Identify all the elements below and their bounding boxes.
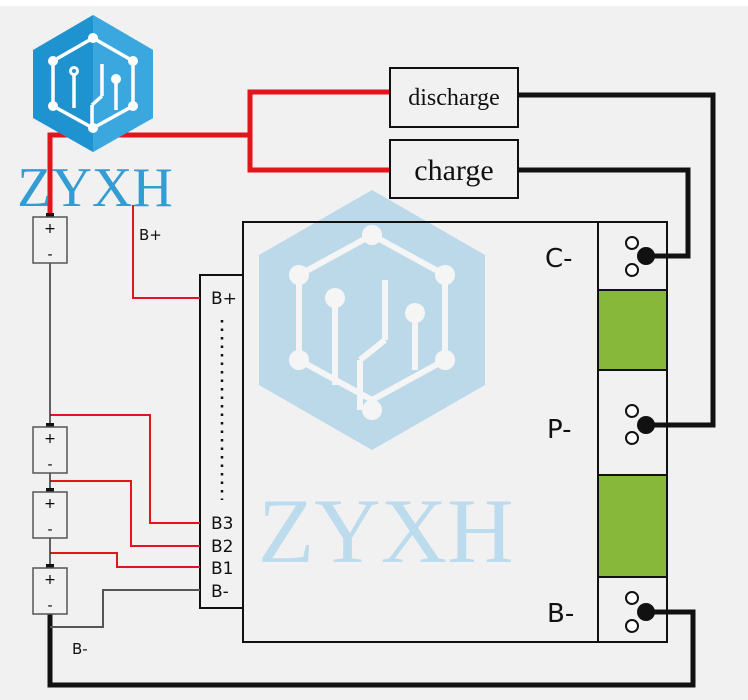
discharge-label: discharge [408, 85, 500, 111]
svg-text:-: - [47, 598, 52, 614]
svg-text:+: + [44, 221, 56, 237]
b-minus-wire-label: B- [72, 640, 88, 658]
connector-b3: B3 [211, 514, 233, 534]
watermark-logo-icon [259, 190, 485, 450]
black-wires [47, 92, 716, 688]
logo-text: ZYXH [17, 157, 173, 219]
svg-text:-: - [47, 522, 52, 538]
battery-cell: + - [32, 213, 68, 264]
connector-b-plus: B+ [211, 289, 237, 309]
svg-text:+: + [44, 572, 56, 588]
svg-text:+: + [44, 496, 56, 512]
discharge-box [389, 67, 519, 128]
charge-label: charge [414, 154, 493, 187]
connector-b2: B2 [211, 537, 233, 557]
svg-text:+: + [44, 431, 56, 447]
svg-text:-: - [47, 457, 52, 473]
terminal-holes [625, 236, 639, 633]
b-plus-wire-label: B+ [139, 226, 162, 244]
charge-box [389, 139, 519, 199]
svg-text:-: - [47, 247, 52, 263]
red-main-wires [47, 89, 390, 215]
p-minus-label: P- [547, 415, 572, 445]
connector-b-minus: B- [211, 582, 229, 602]
b-minus-label: B- [547, 599, 574, 629]
battery-cell: + - [32, 488, 68, 539]
connector-b1: B1 [211, 559, 233, 579]
zyxh-logo-icon [33, 15, 153, 152]
battery-cell: + - [32, 564, 68, 615]
terminal-contacts [637, 247, 655, 621]
watermark-text: ZYXH [258, 480, 514, 582]
battery-cell: + - [32, 423, 68, 474]
balance-wires [49, 205, 200, 628]
c-minus-label: C- [545, 244, 573, 274]
